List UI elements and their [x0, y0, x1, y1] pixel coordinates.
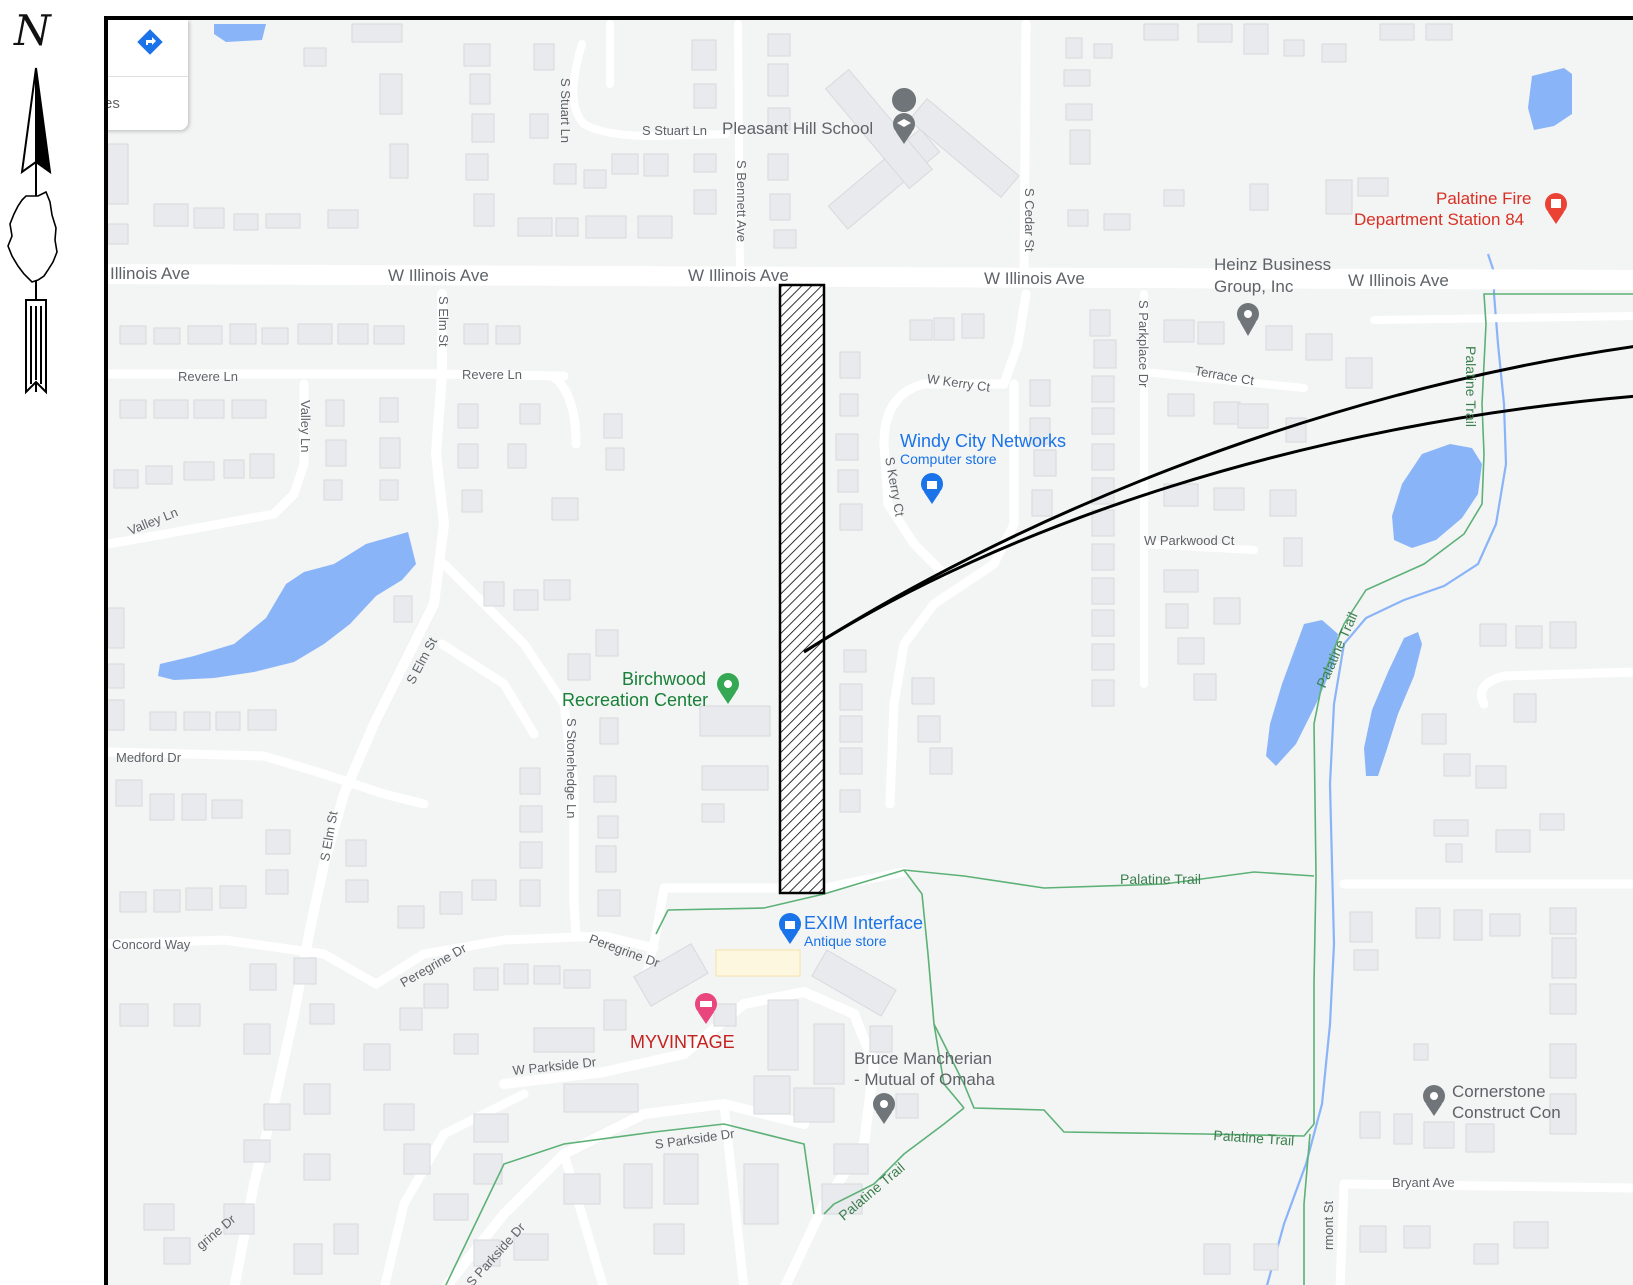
poi-birchwood-label-2[interactable]: Recreation Center: [562, 690, 709, 710]
street-valley-v: Valley Ln: [298, 400, 313, 453]
poi-bruce-label-2[interactable]: - Mutual of Omaha: [854, 1070, 995, 1089]
fire-station-pin-icon: [1545, 193, 1567, 224]
north-arrow: N: [0, 0, 90, 420]
street-revere-1: Revere Ln: [178, 369, 238, 384]
bruce-pin-icon: [873, 1093, 895, 1124]
water-bodies: [158, 24, 1572, 776]
street-cedar: S Cedar St: [1022, 188, 1037, 252]
poi-bruce-label-1[interactable]: Bruce Mancherian: [854, 1049, 992, 1068]
pond-east-1: [1392, 444, 1482, 548]
poi-cornerstone-label-2[interactable]: Construct Con: [1452, 1103, 1561, 1122]
poi-heinz-label-1[interactable]: Heinz Business: [1214, 255, 1332, 274]
hatched-region: [778, 283, 826, 895]
street-illinois-2: W Illinois Ave: [388, 266, 489, 285]
school-pin-icon: [892, 88, 917, 144]
compass-icon: [7, 67, 58, 395]
tan-lot: [715, 949, 801, 977]
street-illinois-4: W Illinois Ave: [984, 269, 1085, 288]
north-label: N: [14, 6, 51, 55]
street-revere-2: Revere Ln: [462, 367, 522, 382]
w-illinois-ave: [108, 264, 1633, 290]
street-illinois-3: W Illinois Ave: [688, 266, 789, 285]
street-stuart-v: S Stuart Ln: [558, 78, 573, 144]
poi-cornerstone-label-1[interactable]: Cornerstone: [1452, 1082, 1546, 1101]
heinz-pin-icon: [1237, 303, 1259, 336]
buildings: [108, 23, 1577, 1275]
poi-heinz-label-2[interactable]: Group, Inc: [1214, 277, 1294, 296]
exim-pin-icon: [779, 913, 801, 944]
street-concord: Concord Way: [112, 937, 191, 952]
trail-label-1: Palatine Trail: [1120, 871, 1201, 887]
map[interactable]: es Illinois Ave W Illinois Ave W Illinoi…: [104, 16, 1633, 1285]
street-illinois-1: Illinois Ave: [110, 264, 191, 283]
street-bryant: Bryant Ave: [1392, 1175, 1455, 1190]
poi-exim-label[interactable]: EXIM Interface: [804, 913, 924, 933]
poi-fire-label-2[interactable]: Department Station 84: [1354, 210, 1525, 229]
panel-divider: [108, 76, 188, 77]
pond-east-2: [1266, 620, 1338, 766]
poi-birchwood-label-1[interactable]: Birchwood: [622, 669, 707, 689]
curve-lower: [803, 394, 1633, 654]
birchwood-pin-icon: [717, 673, 739, 704]
trail-label-3: Palatine Trail: [1463, 346, 1479, 427]
illinois-outline-icon: [7, 190, 58, 283]
panel-text: es: [104, 95, 120, 112]
street-parkplace: S Parkplace Dr: [1136, 300, 1151, 388]
street-parkwood: W Parkwood Ct: [1144, 533, 1235, 548]
poi-fire-label-1[interactable]: Palatine Fire: [1436, 189, 1532, 208]
school-building: [825, 68, 1020, 230]
windy-city-pin-icon: [921, 473, 943, 504]
pond-northeast: [1528, 68, 1572, 130]
poi-school-label[interactable]: Pleasant Hill School: [722, 119, 874, 138]
myvintage-pin-icon: [695, 993, 717, 1024]
street-stonehedge: S Stonehedge Ln: [564, 718, 579, 819]
street-elm-1: S Elm St: [436, 296, 451, 347]
poi-windy-sub: Computer store: [900, 451, 997, 467]
map-canvas[interactable]: [104, 16, 1633, 1285]
pond-east-3: [1364, 632, 1422, 776]
directions-icon[interactable]: [136, 28, 166, 58]
street-stuart-h: S Stuart Ln: [642, 123, 708, 138]
trails: [445, 293, 1633, 1285]
street-medford: Medford Dr: [116, 750, 182, 765]
street-illinois-5: W Illinois Ave: [1348, 271, 1449, 290]
poi-markers: [695, 88, 1567, 1124]
street-vermont: rmont St: [1321, 1200, 1336, 1250]
cornerstone-pin-icon: [1423, 1085, 1445, 1116]
poi-exim-sub: Antique store: [804, 933, 887, 949]
map-side-panel[interactable]: es: [104, 20, 188, 130]
street-bennett: S Bennett Ave: [734, 160, 749, 243]
poi-windy-label[interactable]: Windy City Networks: [900, 431, 1067, 451]
pond-top-left: [214, 24, 266, 42]
poi-myvintage-label[interactable]: MYVINTAGE: [630, 1032, 735, 1052]
pond-west: [158, 532, 416, 680]
